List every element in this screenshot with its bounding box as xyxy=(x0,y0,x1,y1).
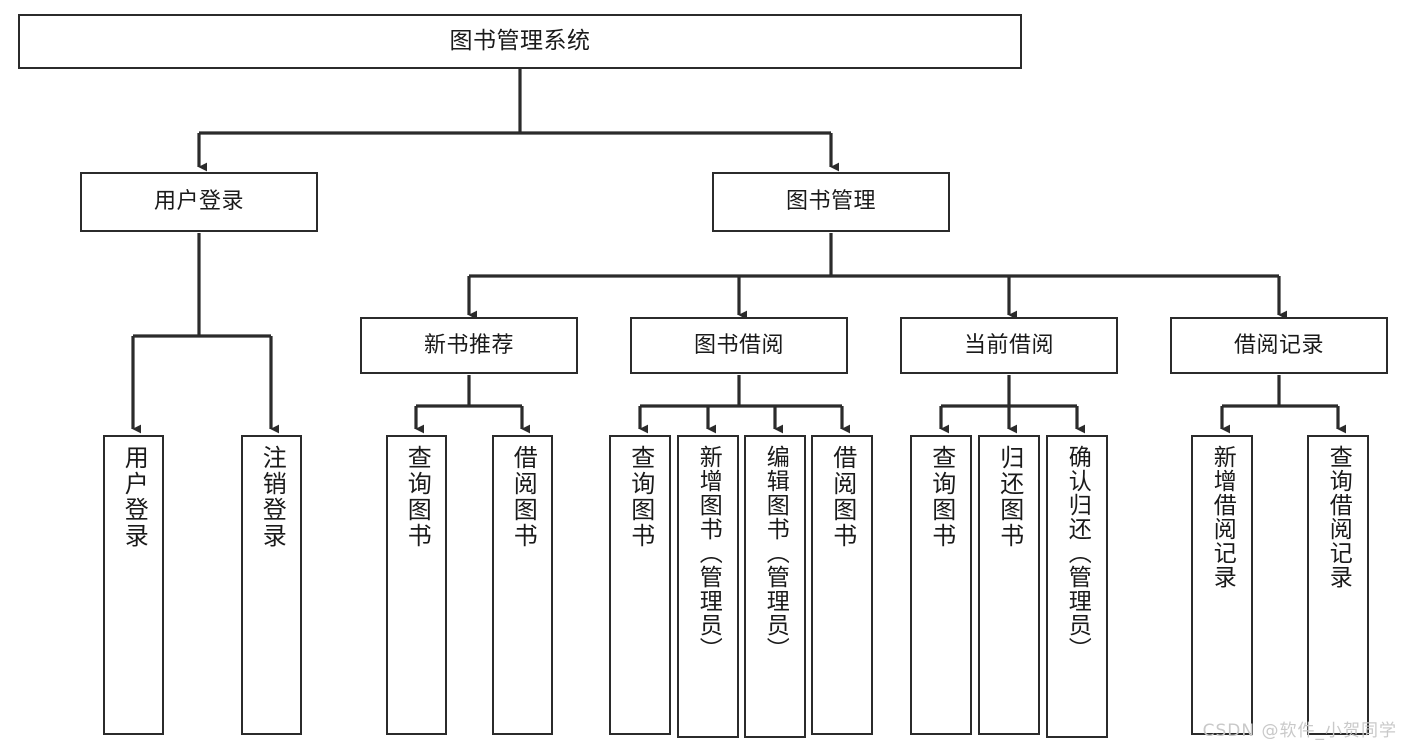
leaf-borrow-book[interactable]: 借阅图书 xyxy=(811,435,873,735)
node-label: 用户登录 xyxy=(153,189,244,215)
csdn-watermark: CSDN @软件_小贺同学 xyxy=(1202,721,1397,741)
node-label: 新增借阅记录 xyxy=(1209,445,1236,589)
node-root-book-management-system[interactable]: 图书管理系统 xyxy=(18,14,1022,69)
node-label: 确认归还（管理员） xyxy=(1064,445,1091,661)
leaf-query-book-recommend[interactable]: 查询图书 xyxy=(386,435,447,735)
leaf-query-borrow-record[interactable]: 查询借阅记录 xyxy=(1307,435,1369,735)
node-label: 借阅图书 xyxy=(509,445,538,549)
node-current-borrow[interactable]: 当前借阅 xyxy=(900,317,1118,374)
node-label: 图书管理 xyxy=(785,189,876,215)
leaf-query-book-current[interactable]: 查询图书 xyxy=(910,435,972,735)
node-label: 用户登录 xyxy=(120,445,149,549)
node-label: 查询图书 xyxy=(927,445,956,549)
node-user-login[interactable]: 用户登录 xyxy=(80,172,318,232)
node-book-management[interactable]: 图书管理 xyxy=(712,172,950,232)
node-label: 新增图书（管理员） xyxy=(695,445,722,661)
leaf-edit-book-admin[interactable]: 编辑图书（管理员） xyxy=(744,435,806,738)
node-label: 图书借阅 xyxy=(693,332,784,358)
node-label: 编辑图书（管理员） xyxy=(762,445,789,661)
node-label: 借阅记录 xyxy=(1233,332,1324,358)
leaf-user-login[interactable]: 用户登录 xyxy=(103,435,164,735)
leaf-borrow-book-recommend[interactable]: 借阅图书 xyxy=(492,435,553,735)
node-label: 查询图书 xyxy=(626,445,655,549)
node-borrow-record[interactable]: 借阅记录 xyxy=(1170,317,1388,374)
node-label: 当前借阅 xyxy=(963,332,1054,358)
node-label: 查询借阅记录 xyxy=(1325,445,1352,589)
leaf-add-book-admin[interactable]: 新增图书（管理员） xyxy=(677,435,739,738)
node-label: 查询图书 xyxy=(403,445,432,549)
node-label: 注销登录 xyxy=(258,445,287,549)
node-new-book-recommend[interactable]: 新书推荐 xyxy=(360,317,578,374)
leaf-return-book[interactable]: 归还图书 xyxy=(978,435,1040,735)
node-book-borrow[interactable]: 图书借阅 xyxy=(630,317,848,374)
leaf-confirm-return-admin[interactable]: 确认归还（管理员） xyxy=(1046,435,1108,738)
node-label: 归还图书 xyxy=(995,445,1024,549)
node-label: 图书管理系统 xyxy=(449,27,591,54)
node-label: 借阅图书 xyxy=(828,445,857,549)
leaf-add-borrow-record[interactable]: 新增借阅记录 xyxy=(1191,435,1253,735)
leaf-query-book-borrow[interactable]: 查询图书 xyxy=(609,435,671,735)
node-label: 新书推荐 xyxy=(423,332,514,358)
leaf-logout[interactable]: 注销登录 xyxy=(241,435,302,735)
